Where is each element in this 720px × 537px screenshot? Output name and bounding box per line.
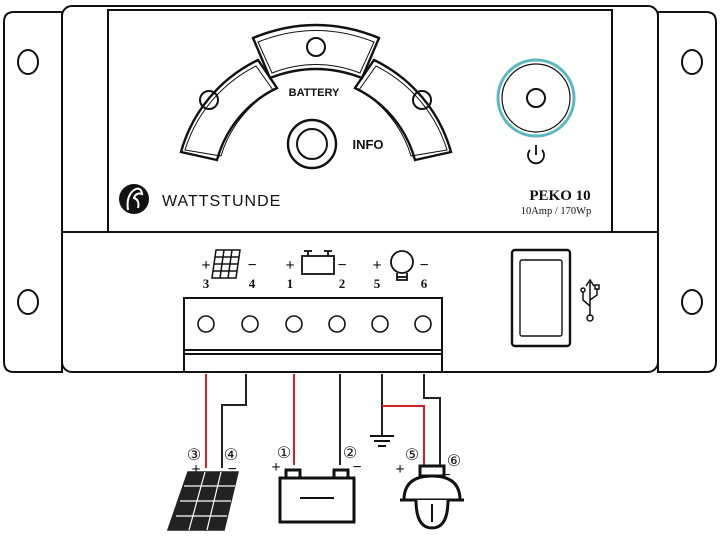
battery-neg-marker: ② (343, 445, 357, 462)
battery-plus-sign: + (285, 257, 294, 274)
usb-port[interactable] (510, 248, 572, 348)
terminal-3 (197, 315, 215, 333)
power-button[interactable] (496, 58, 576, 138)
pv-minus-sign: − (247, 257, 256, 274)
wire-load-positive (382, 405, 425, 466)
info-label: INFO (352, 137, 383, 152)
led-center (306, 37, 326, 57)
load-neg-marker: ⑥ (447, 453, 461, 470)
solar-panel-icon (211, 249, 241, 279)
terminal-screws (197, 315, 432, 333)
led-arc-indicator (179, 23, 453, 162)
load-wire-minus: − (441, 467, 450, 484)
right-flange (625, 11, 717, 373)
model-name: PEKO 10 (529, 188, 590, 204)
battery-minus-sign: − (337, 257, 346, 274)
wire-load-negative (423, 374, 441, 466)
pv-pos-marker: ③ (187, 447, 201, 464)
battery-wire-minus: − (352, 459, 361, 476)
terminal-num-6: 6 (421, 276, 428, 291)
pv-wire-minus: − (227, 461, 236, 478)
load-plus-sign: + (372, 257, 381, 274)
terminal-4 (241, 315, 259, 333)
battery-wire-plus: + (271, 459, 280, 476)
pv-wire-plus: + (191, 461, 200, 478)
led-left (199, 90, 219, 110)
battery-pos-marker: ① (277, 445, 291, 462)
model-spec: 10Amp / 170Wp (521, 206, 592, 217)
terminal-5 (371, 315, 389, 333)
terminal-num-4: 4 (249, 276, 256, 291)
led-right (412, 90, 432, 110)
brand-logo-icon (119, 184, 149, 214)
terminal-1 (285, 315, 303, 333)
load-minus-sign: − (419, 257, 428, 274)
info-button[interactable] (286, 118, 338, 170)
terminal-num-2: 2 (339, 276, 346, 291)
terminal-num-3: 3 (203, 276, 210, 291)
terminal-2 (328, 315, 346, 333)
terminal-num-1: 1 (287, 276, 294, 291)
load-pos-marker: ⑤ (405, 447, 419, 464)
wires (205, 374, 441, 468)
left-flange (3, 11, 89, 373)
load-wire-plus: + (395, 461, 404, 478)
bulb-icon (390, 250, 414, 281)
battery-icon (301, 250, 335, 275)
wire-pv-negative (221, 374, 247, 468)
ground-icon (370, 435, 394, 447)
pv-neg-marker: ④ (224, 447, 238, 464)
battery (278, 468, 356, 524)
battery-label: BATTERY (289, 87, 340, 99)
solar-panel (166, 471, 240, 531)
brand-name: WATTSTUNDE (162, 193, 281, 210)
pv-plus-sign: + (201, 257, 210, 274)
usb-icon (580, 278, 600, 322)
power-icon (527, 145, 545, 165)
terminal-6 (414, 315, 432, 333)
terminal-block (183, 297, 443, 373)
terminal-num-5: 5 (374, 276, 381, 291)
lamp-icon (400, 464, 464, 530)
